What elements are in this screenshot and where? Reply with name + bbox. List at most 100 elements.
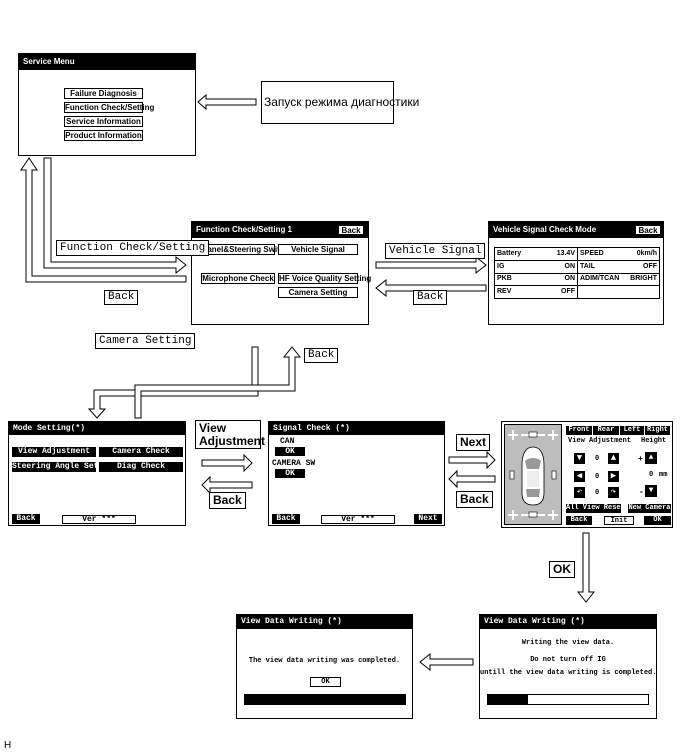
signal-value: ON bbox=[564, 275, 576, 282]
all-view-reset-button[interactable]: All View Reset bbox=[566, 504, 625, 513]
function-check-back-button[interactable]: Back bbox=[338, 225, 364, 235]
arrow-right-button[interactable]: ▶ bbox=[608, 471, 619, 482]
arrow-to-signal-check bbox=[201, 453, 253, 473]
mode-setting-back-button[interactable]: Back bbox=[12, 514, 40, 524]
height-up-icon: ▲ bbox=[648, 453, 654, 462]
rotate-right-icon: ↷ bbox=[610, 487, 617, 497]
writing-progress-title: View Data Writing (*) bbox=[480, 615, 656, 629]
function-check-title: Function Check/Setting 1 bbox=[192, 222, 368, 238]
arrow-mode-back bbox=[134, 346, 302, 419]
height-heading: Height bbox=[641, 437, 667, 445]
height-up-button[interactable]: ▲ bbox=[645, 452, 657, 464]
car-top-view-icon bbox=[508, 430, 558, 520]
writing-complete-message: The view data writing was completed. bbox=[248, 657, 401, 665]
tab-left[interactable]: Left bbox=[620, 426, 644, 435]
init-button[interactable]: Init bbox=[604, 516, 634, 525]
table-divider bbox=[495, 273, 659, 274]
view-adjust-back-button[interactable]: Back bbox=[566, 516, 592, 525]
height-down-icon: ▼ bbox=[648, 486, 654, 495]
view-adjustment-screen: Front Rear Left Right View Adjustment He… bbox=[501, 421, 673, 528]
diag-check-button[interactable]: Diag Check bbox=[99, 462, 183, 472]
hf-voice-quality-setting-button[interactable]: HF Voice Quality Setting bbox=[278, 273, 372, 284]
signal-value: OFF bbox=[561, 288, 575, 295]
rotate-left-button[interactable]: ↶ bbox=[574, 487, 585, 498]
arrow-left-button[interactable]: ◀ bbox=[574, 471, 585, 482]
signal-value: 13.4V bbox=[556, 250, 575, 257]
signal-check-screen: Signal Check (*) CAN OK CAMERA SW OK Bac… bbox=[268, 421, 445, 526]
camera-setting-button[interactable]: Camera Setting bbox=[278, 287, 358, 298]
height-minus-label: - bbox=[639, 488, 644, 497]
signal-value: BRIGHT bbox=[630, 275, 657, 282]
panel-steering-switch-button[interactable]: Panel&Steering Switch bbox=[201, 244, 290, 255]
writing-progress-fill bbox=[488, 695, 528, 704]
signal-check-back-button[interactable]: Back bbox=[272, 514, 300, 524]
service-menu-title: Service Menu bbox=[19, 54, 195, 70]
vehicle-signal-back-button[interactable]: Back bbox=[635, 225, 661, 235]
arrow-vehicle-back bbox=[375, 278, 487, 298]
arrow-to-mode-setting bbox=[87, 346, 259, 419]
view-adjust-ok-button[interactable]: OK bbox=[644, 516, 671, 525]
writing-complete-fill bbox=[245, 695, 405, 704]
flow-label-vehicle-signal: Vehicle Signal bbox=[385, 243, 486, 259]
camera-sw-label: CAMERA SW bbox=[272, 459, 316, 468]
vehicle-signal-title: Vehicle Signal Check Mode bbox=[489, 222, 663, 238]
steering-angle-setting-button[interactable]: Steering Angle Setting bbox=[12, 462, 118, 472]
service-information-button[interactable]: Service Information bbox=[64, 116, 143, 127]
height-unit: mm bbox=[659, 471, 668, 479]
arrow-to-view-adj bbox=[448, 450, 496, 470]
arrow-view-back bbox=[448, 469, 496, 489]
flow-label-back: Back bbox=[304, 348, 339, 363]
writing-complete-title: View Data Writing (*) bbox=[237, 615, 412, 629]
horizontal-value: 0 bbox=[595, 473, 600, 481]
height-down-button[interactable]: ▼ bbox=[645, 485, 657, 497]
flow-label-next: Next bbox=[456, 434, 491, 451]
mode-setting-screen: Mode Setting(*) View Adjustment Camera C… bbox=[8, 421, 186, 526]
camera-sw-status: OK bbox=[275, 469, 305, 478]
mode-setting-title: Mode Setting(*) bbox=[9, 422, 185, 435]
writing-complete-ok-button[interactable]: OK bbox=[310, 677, 341, 687]
arrow-service-to-function bbox=[43, 157, 187, 275]
tab-rear[interactable]: Rear bbox=[593, 426, 619, 435]
writing-progress-bar bbox=[487, 694, 649, 705]
arrow-to-complete bbox=[419, 652, 474, 672]
arrow-down-button[interactable]: ▼ bbox=[574, 453, 585, 464]
flow-label-back: Back bbox=[456, 491, 493, 508]
vehicle-signal-check-screen: Vehicle Signal Check Mode Back Battery 1… bbox=[488, 221, 664, 325]
flow-label-back: Back bbox=[104, 290, 139, 305]
flow-label-back: Back bbox=[209, 492, 246, 509]
camera-check-button[interactable]: Camera Check bbox=[99, 447, 183, 457]
arrow-to-writing bbox=[576, 532, 596, 603]
height-plus-label: + bbox=[638, 455, 643, 464]
figure-id: H bbox=[4, 740, 12, 751]
writing-line-1: Writing the view data. bbox=[521, 639, 615, 647]
arrow-to-service-menu bbox=[197, 93, 257, 111]
writing-line-3: untill the view data writing is complete… bbox=[480, 669, 657, 677]
flow-label-ok: OK bbox=[549, 561, 575, 578]
signal-name: IG bbox=[497, 263, 505, 270]
rotate-left-icon: ↶ bbox=[576, 487, 583, 497]
view-adjustment-button[interactable]: View Adjustment bbox=[12, 447, 96, 457]
arrow-function-back-to-service bbox=[20, 157, 187, 283]
arrow-right-icon: ▶ bbox=[610, 471, 617, 481]
can-label: CAN bbox=[280, 437, 295, 446]
rotation-value: 0 bbox=[595, 489, 600, 497]
vertical-value: 0 bbox=[595, 455, 600, 463]
version-label: Ver *** bbox=[321, 515, 395, 524]
arrow-signal-back bbox=[201, 475, 253, 495]
view-adjustment-heading: View Adjustment bbox=[568, 437, 632, 445]
function-check-setting-button[interactable]: Function Check/Setting bbox=[64, 102, 155, 113]
signal-name: SPEED bbox=[580, 250, 604, 257]
can-status: OK bbox=[275, 447, 305, 456]
product-information-button[interactable]: Product Information bbox=[64, 130, 143, 141]
vehicle-signal-button[interactable]: Vehicle Signal bbox=[278, 244, 358, 255]
signal-check-next-button[interactable]: Next bbox=[414, 514, 442, 524]
microphone-check-button[interactable]: Microphone Check bbox=[201, 273, 275, 284]
tab-front[interactable]: Front bbox=[566, 426, 592, 435]
rotate-right-button[interactable]: ↷ bbox=[608, 487, 619, 498]
failure-diagnosis-button[interactable]: Failure Diagnosis bbox=[64, 88, 143, 99]
tab-right[interactable]: Right bbox=[645, 426, 670, 435]
arrow-up-button[interactable]: ▲ bbox=[608, 453, 619, 464]
new-camera-button[interactable]: New Camera bbox=[628, 504, 671, 513]
table-divider bbox=[495, 285, 659, 286]
flow-label-function-check: Function Check/Setting bbox=[56, 240, 210, 256]
